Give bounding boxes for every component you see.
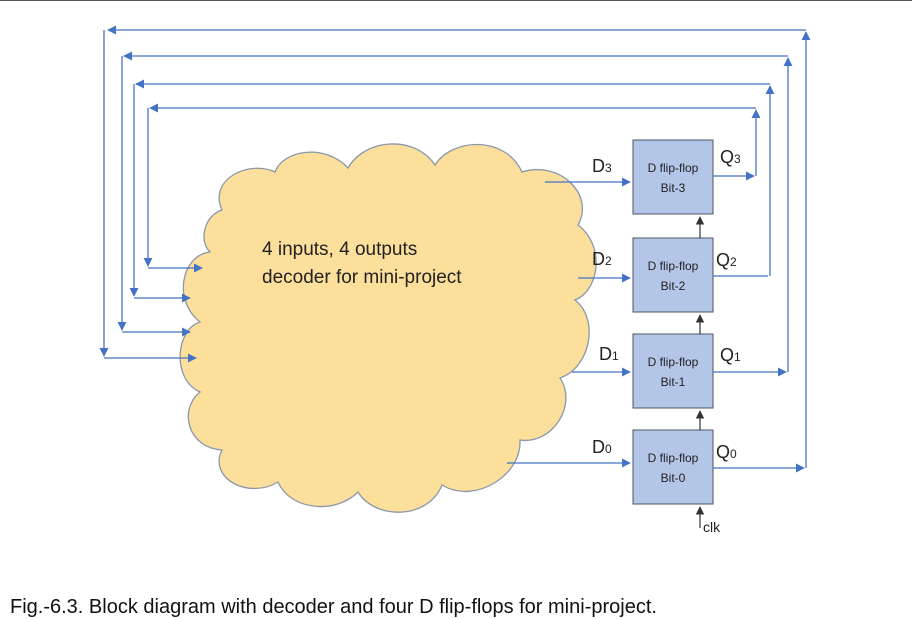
- q0-label: Q0: [716, 442, 737, 462]
- flip-flop-bit-0: D flip-flop Bit-0: [632, 429, 714, 505]
- d2-label: D2: [592, 249, 612, 269]
- q2-label: Q2: [716, 250, 737, 270]
- figure-caption: Fig.-6.3. Block diagram with decoder and…: [10, 596, 657, 618]
- flip-flop-bit-0-bit: Bit-0: [661, 471, 686, 485]
- feedback-wires: [99, 25, 811, 473]
- flip-flop-bit-3: D flip-flop Bit-3: [632, 139, 714, 215]
- flip-flop-bit-1-name: D flip-flop: [648, 355, 699, 369]
- flip-flop-bit-3-bit: Bit-3: [661, 181, 686, 195]
- flip-flop-bit-1: D flip-flop Bit-1: [632, 333, 714, 409]
- d-input-wires: [507, 177, 631, 468]
- flip-flop-bit-1-bit: Bit-1: [661, 375, 686, 389]
- flip-flop-bit-3-name: D flip-flop: [648, 161, 699, 175]
- decoder-cloud: 4 inputs, 4 outputs decoder for mini-pro…: [179, 143, 597, 513]
- d3-label: D3: [592, 156, 612, 176]
- decoder-title-line-1: 4 inputs, 4 outputs: [262, 239, 417, 260]
- decoder-title-line-2: decoder for mini-project: [262, 267, 462, 288]
- q1-label: Q1: [720, 345, 741, 365]
- block-diagram: 4 inputs, 4 outputs decoder for mini-pro…: [99, 25, 811, 535]
- flip-flop-bit-2-name: D flip-flop: [648, 259, 699, 273]
- top-border-line: [0, 0, 912, 1]
- flip-flop-bit-2-bit: Bit-2: [661, 279, 686, 293]
- d1-label: D1: [599, 344, 619, 364]
- flip-flop-bit-0-name: D flip-flop: [648, 451, 699, 465]
- flip-flop-bit-2: D flip-flop Bit-2: [632, 237, 714, 313]
- q3-label: Q3: [720, 147, 741, 167]
- clock-label: clk: [703, 519, 721, 535]
- d0-label: D0: [592, 437, 612, 457]
